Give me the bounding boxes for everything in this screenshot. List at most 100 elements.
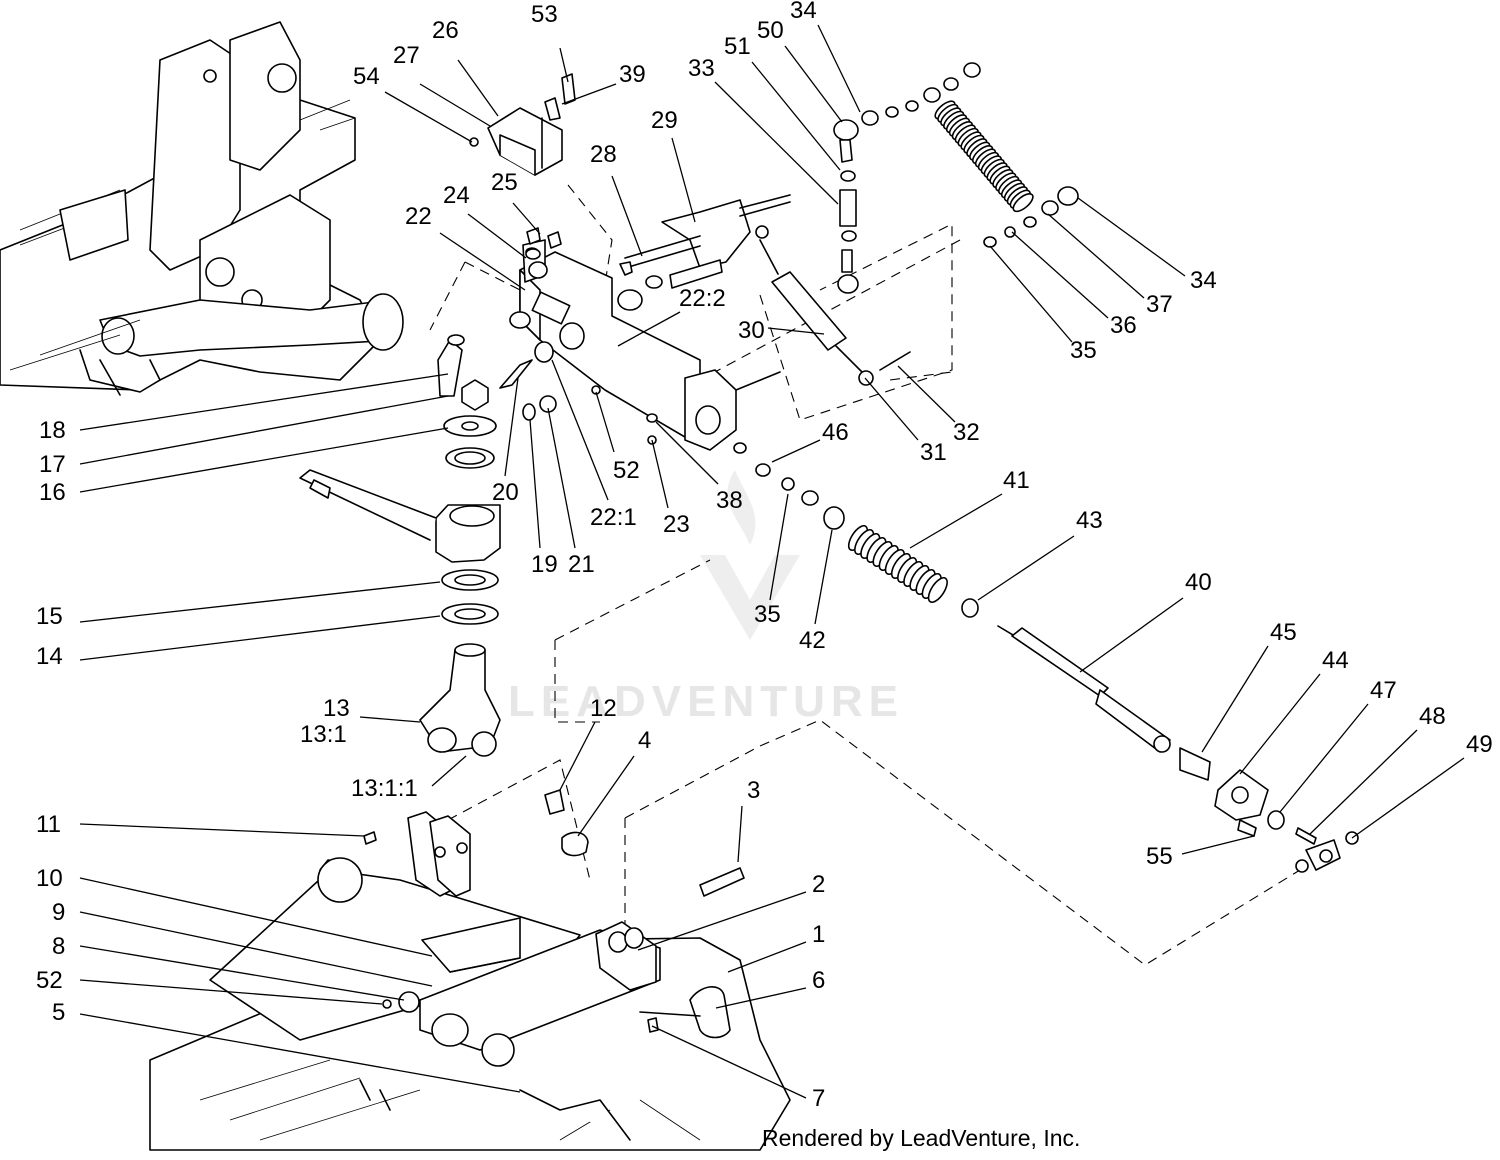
leader-line-c50	[784, 45, 843, 123]
callout-c6: 6	[812, 967, 825, 994]
callout-c26: 26	[432, 17, 459, 44]
leader-line-c28	[611, 175, 643, 257]
leader-line-c48	[1309, 729, 1418, 835]
leader-line-c1311	[431, 755, 467, 787]
leader-line-c5	[79, 1013, 521, 1093]
callout-c45: 45	[1270, 619, 1297, 646]
callout-c28: 28	[590, 141, 617, 168]
leader-line-c34a	[817, 24, 861, 113]
callout-c51: 51	[724, 33, 751, 60]
leader-line-c40	[1079, 597, 1184, 673]
leader-line-c23	[651, 439, 669, 509]
leader-line-c7	[651, 1025, 807, 1099]
lower-frame-assembly	[149, 789, 791, 1151]
callout-c3: 3	[747, 777, 760, 804]
callout-c55: 55	[1146, 843, 1173, 870]
callout-c22: 22	[405, 203, 432, 230]
leader-line-c47	[1279, 703, 1369, 813]
callout-c10: 10	[36, 865, 63, 892]
callout-c5: 5	[52, 999, 65, 1026]
callout-c25: 25	[491, 169, 518, 196]
callout-c31: 31	[920, 439, 947, 466]
callout-c17: 17	[39, 451, 66, 478]
callout-c16: 16	[39, 479, 66, 506]
leader-line-c20	[504, 377, 519, 477]
callout-c34b: 34	[1190, 267, 1217, 294]
leader-line-c43	[977, 535, 1075, 601]
callout-c33: 33	[688, 55, 715, 82]
callout-c53: 53	[531, 1, 558, 28]
callout-c18: 18	[39, 417, 66, 444]
leader-line-c31	[864, 377, 919, 441]
callout-c46: 46	[822, 419, 849, 446]
leader-line-c49	[1351, 757, 1465, 839]
steering-tube-22	[509, 227, 781, 451]
leader-line-c19	[529, 419, 541, 549]
leader-line-c33	[714, 81, 839, 205]
small-hardware	[499, 248, 845, 530]
leader-line-c14	[79, 615, 441, 661]
callout-c1: 1	[812, 921, 825, 948]
callout-c23: 23	[663, 511, 690, 538]
assembly-guide-lines	[429, 184, 1301, 966]
callout-c54: 54	[353, 63, 380, 90]
leader-line-c4	[577, 755, 635, 837]
leader-line-c222	[617, 311, 681, 347]
bracket-29	[617, 194, 791, 311]
callout-c41: 41	[1003, 467, 1030, 494]
callout-c38: 38	[716, 487, 743, 514]
leader-line-c53	[559, 47, 569, 83]
callout-c52b: 52	[36, 967, 63, 994]
leader-line-c38	[655, 421, 719, 485]
callout-c9: 9	[52, 899, 65, 926]
callout-c49: 49	[1466, 731, 1493, 758]
leader-line-c36	[1011, 231, 1109, 319]
callout-c29: 29	[651, 107, 678, 134]
leader-line-c30	[767, 327, 825, 335]
callout-c2: 2	[812, 871, 825, 898]
leader-line-c21	[547, 407, 576, 549]
leader-line-c52b	[79, 979, 383, 1005]
leader-line-c221	[551, 359, 609, 501]
callout-c7: 7	[812, 1085, 825, 1112]
callout-c42: 42	[799, 627, 826, 654]
leader-line-c51	[751, 61, 841, 171]
leader-line-c41	[909, 493, 1003, 549]
callout-c14: 14	[36, 643, 63, 670]
callout-c40: 40	[1185, 569, 1212, 596]
leader-line-c15	[79, 581, 441, 623]
callout-c221: 22:1	[590, 504, 637, 531]
leader-line-c1	[727, 941, 807, 973]
spring-coil	[927, 576, 948, 604]
callout-c48: 48	[1419, 703, 1446, 730]
callout-c43: 43	[1076, 507, 1103, 534]
turnbuckle-33	[833, 62, 981, 294]
callout-c39: 39	[619, 61, 646, 88]
callout-c32: 32	[953, 419, 980, 446]
callout-c52a: 52	[613, 457, 640, 484]
watermark: LEADVENTURE	[508, 470, 904, 726]
callout-c12: 12	[590, 695, 617, 722]
leader-line-c13	[359, 716, 421, 723]
leader-line-c55	[1181, 835, 1255, 855]
leader-line-c26	[457, 59, 499, 117]
leader-line-c27	[419, 83, 491, 127]
callout-c4: 4	[638, 727, 651, 754]
callout-c20: 20	[492, 479, 519, 506]
leader-line-c39	[561, 83, 617, 105]
callout-c30: 30	[738, 317, 765, 344]
watermark-text: LEADVENTURE	[508, 677, 904, 726]
leader-line-c22	[439, 232, 526, 291]
leader-line-c24	[467, 213, 527, 259]
callout-c8: 8	[52, 933, 65, 960]
leader-line-c46	[771, 439, 821, 463]
leader-line-c52a	[595, 391, 615, 453]
callout-c47: 47	[1370, 677, 1397, 704]
leader-line-c8	[79, 945, 405, 1001]
callout-c21: 21	[568, 551, 595, 578]
leader-line-c2	[637, 891, 807, 951]
mount-bracket-26	[469, 73, 576, 176]
credit-line: Rendered by LeadVenture, Inc.	[762, 1125, 1080, 1151]
